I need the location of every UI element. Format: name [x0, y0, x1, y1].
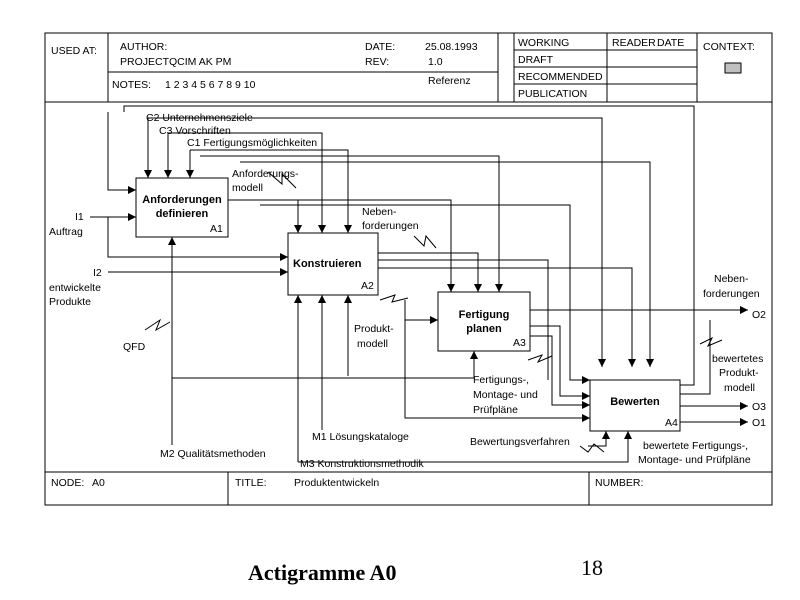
label-nebenforderungen-r2: forderungen — [703, 288, 760, 300]
label-c2: C2 Unternehmensziele — [146, 112, 253, 124]
status-draft: DRAFT — [518, 54, 554, 66]
label-entwickelte: entwickelte — [49, 282, 101, 294]
label-i1: I1 — [75, 211, 84, 223]
outer-frame — [44, 32, 773, 506]
label-o1: O1 — [752, 417, 766, 429]
rev-label: REV: — [365, 56, 389, 68]
rev-value: 1.0 — [428, 56, 443, 68]
label-fmp-3: Prüfpläne — [473, 404, 518, 416]
date-label: DATE: — [365, 41, 395, 53]
label-m3: M3 Konstruktionsmethodik — [300, 458, 424, 470]
status-recommended: RECOMMENDED — [518, 71, 603, 83]
slide-number: 18 — [581, 555, 603, 580]
box-a3: Fertigung planen A3 — [437, 291, 531, 352]
label-auftrag: Auftrag — [49, 226, 83, 238]
label-o3: O3 — [752, 401, 766, 413]
title-label: TITLE: — [235, 477, 267, 489]
date-value: 25.08.1993 — [425, 41, 478, 53]
box-a2-line1: Konstruieren — [293, 258, 362, 270]
box-a1: Anforderungen definieren A1 — [135, 177, 229, 238]
label-m1: M1 Lösungskataloge — [312, 431, 409, 443]
box-a1-line1: Anforderungen — [142, 194, 222, 206]
reader-date-label: DATE — [657, 37, 684, 49]
box-a3-line2: planen — [466, 323, 502, 335]
label-c1: C1 Fertigungsmöglichkeiten — [187, 137, 317, 149]
label-o2: O2 — [752, 309, 766, 321]
label-fmp-2: Montage- und — [473, 389, 538, 401]
reader-label: READER — [612, 37, 656, 49]
context-indicator — [724, 62, 742, 74]
used-at-label: USED AT: — [51, 45, 97, 57]
context-label: CONTEXT: — [703, 41, 755, 53]
status-publication: PUBLICATION — [518, 88, 587, 100]
label-produkte: Produkte — [49, 296, 91, 308]
box-a4-line1: Bewerten — [610, 396, 660, 408]
box-a3-id: A3 — [513, 337, 526, 349]
box-a1-line2: definieren — [156, 208, 209, 220]
label-nebenforderungen-r1: Neben- — [714, 273, 749, 285]
notes-label: NOTES: — [112, 79, 151, 91]
label-bfm-1: bewertete Fertigungs-, — [643, 440, 748, 452]
status-working: WORKING — [518, 37, 569, 49]
label-anforderungsmodell-2: modell — [232, 182, 263, 194]
label-c3: C3 Vorschriften — [159, 125, 231, 137]
label-i2: I2 — [93, 267, 102, 279]
arrows — [90, 105, 748, 463]
footer-block: NODE: A0 TITLE: Produktentwickeln NUMBER… — [45, 471, 772, 505]
box-a4: Bewerten A4 — [589, 379, 681, 432]
box-a1-id: A1 — [210, 223, 223, 235]
title-value: Produktentwickeln — [294, 477, 379, 489]
number-label: NUMBER: — [595, 477, 643, 489]
node-value: A0 — [92, 477, 105, 489]
label-nebenforderungen-1: Neben- — [362, 206, 397, 218]
referenz-label: Referenz — [428, 75, 471, 87]
label-bewertetes: bewertetes — [712, 353, 763, 365]
box-a2-id: A2 — [361, 280, 374, 292]
label-modell: modell — [724, 382, 755, 394]
label-m2: M2 Qualitätsmethoden — [160, 448, 266, 460]
label-fmp-1: Fertigungs-, — [473, 374, 529, 386]
label-bfm-2: Montage- und Prüfpläne — [638, 454, 751, 466]
author-label: AUTHOR: — [120, 41, 167, 53]
slide-caption: Actigramme A0 — [248, 560, 397, 585]
label-produktmodell-1: Produkt- — [354, 323, 394, 335]
label-produktmodell-2: modell — [357, 338, 388, 350]
header-block: USED AT: AUTHOR: PROJECTQCIM AK PM DATE:… — [45, 33, 772, 103]
arrow-labels: C2 Unternehmensziele C3 Vorschriften C1 … — [49, 112, 766, 470]
author-value: PROJECTQCIM AK PM — [120, 56, 231, 68]
label-produkt: Produkt- — [719, 367, 759, 379]
label-bewertungsverfahren: Bewertungsverfahren — [470, 436, 570, 448]
label-nebenforderungen-2: forderungen — [362, 220, 419, 232]
box-a2: Konstruieren A2 — [287, 232, 379, 296]
node-label: NODE: — [51, 477, 84, 489]
box-a4-id: A4 — [665, 417, 678, 429]
box-a3-line1: Fertigung — [459, 309, 510, 321]
label-qfd: QFD — [123, 341, 146, 353]
notes-numbers: 1 2 3 4 5 6 7 8 9 10 — [165, 79, 256, 91]
label-anforderungsmodell-1: Anforderungs- — [232, 168, 299, 180]
